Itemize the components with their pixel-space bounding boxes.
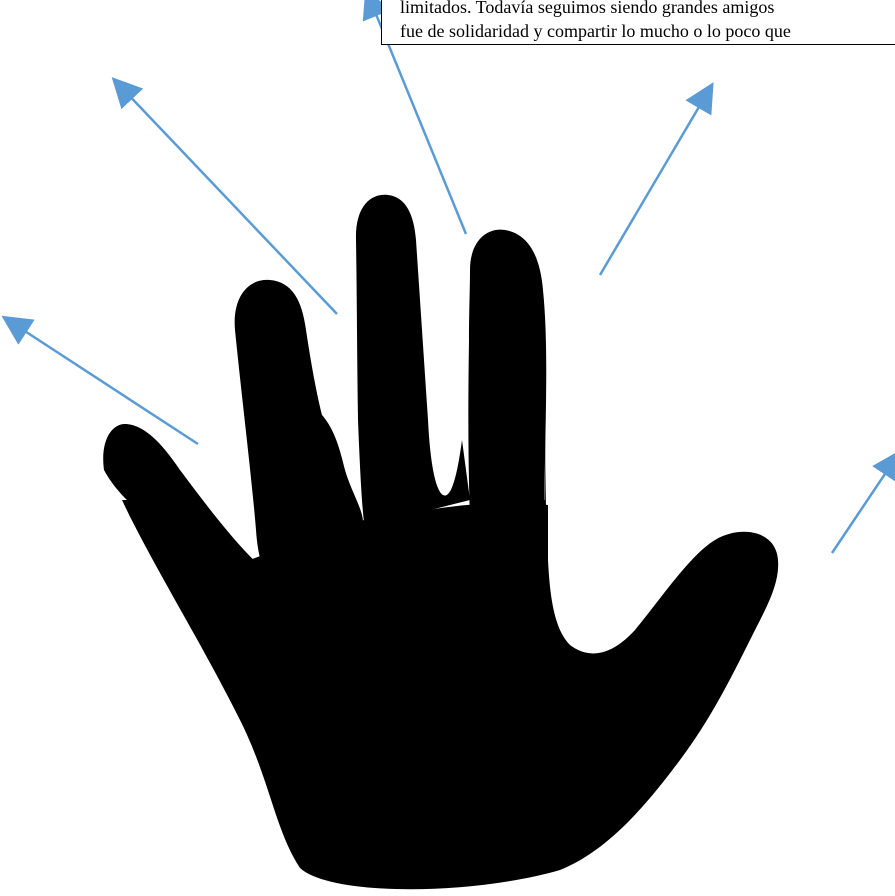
arrow-pointer-icon [832, 462, 893, 553]
hand-silhouette-icon [103, 195, 778, 889]
arrow-pointer-icon [600, 95, 706, 275]
arrow-pointer-icon [14, 324, 198, 444]
callout-text-line-2: fue de solidaridad y compartir lo mucho … [400, 19, 895, 43]
text-callout-box: limitados. Todavía seguimos siendo grand… [381, 0, 895, 45]
arrow-pointer-icon [122, 88, 337, 314]
callout-text-line-1: limitados. Todavía seguimos siendo grand… [400, 0, 895, 19]
hand-finger-middle [356, 195, 470, 530]
